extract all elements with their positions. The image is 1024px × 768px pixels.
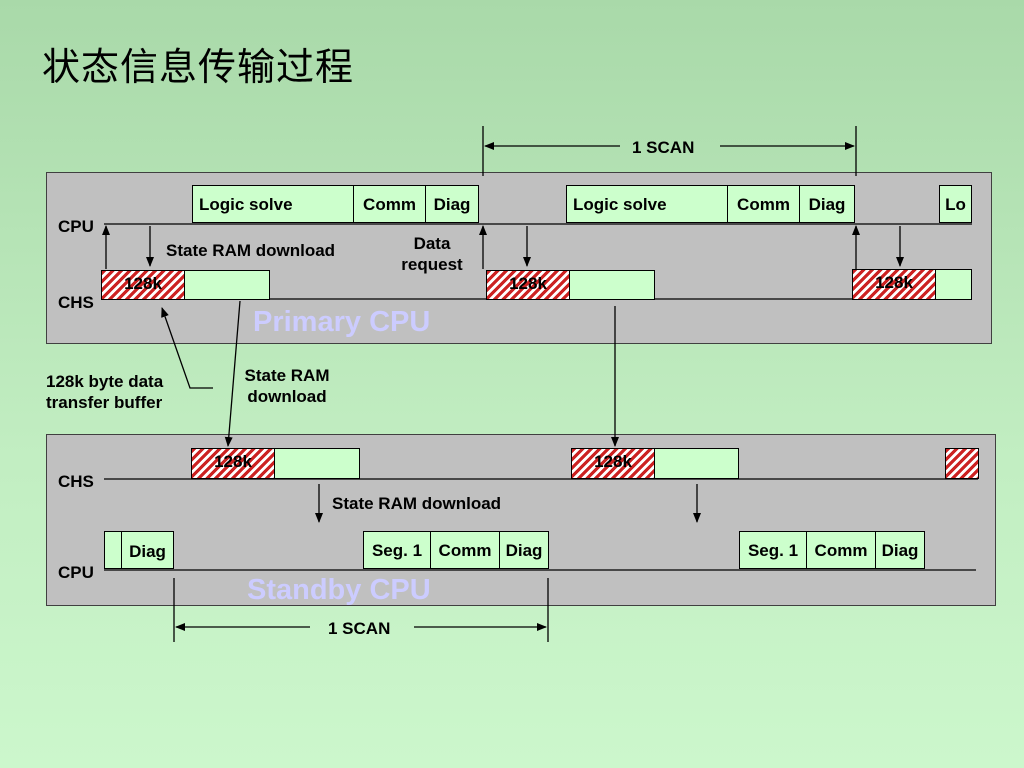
primary-buffer-128k-2: 128k <box>486 270 570 300</box>
state-ram-download-note: State RAM download <box>232 365 342 408</box>
primary-buffer-free-3 <box>935 269 972 300</box>
buffer-note: 128k byte data transfer buffer <box>46 371 163 414</box>
primary-chs-label: CHS <box>58 293 94 312</box>
standby-diag-1: Diag <box>121 531 174 569</box>
buffer-note-text: 128k byte data transfer buffer <box>46 372 164 413</box>
standby-diag-3: Diag <box>875 531 925 569</box>
standby-segment-stub <box>104 531 122 569</box>
standby-cpu-title: Standby CPU <box>247 574 431 606</box>
primary-diag-1: Diag <box>425 185 479 223</box>
standby-buffer-free-2 <box>654 448 739 479</box>
primary-comm-1: Comm <box>353 185 426 223</box>
data-request-text: Data request <box>401 234 463 275</box>
primary-buffer-128k-1: 128k <box>101 270 185 300</box>
standby-buffer-128k-1: 128k <box>191 448 275 479</box>
standby-buffer-128k-2: 128k <box>571 448 655 479</box>
standby-cpu-label: CPU <box>58 563 94 582</box>
primary-buffer-free-2 <box>569 270 655 300</box>
standby-comm-2: Comm <box>806 531 876 569</box>
primary-data-request-label: Data request <box>392 233 472 276</box>
primary-state-ram-download-label: State RAM download <box>166 241 336 260</box>
standby-seg-2: Seg. 1 <box>739 531 807 569</box>
primary-cpu-title: Primary CPU <box>253 306 431 338</box>
standby-buffer-free-1 <box>274 448 360 479</box>
scan-label-top: 1 SCAN <box>632 138 695 157</box>
cross-download-arrow-1 <box>224 300 241 447</box>
standby-state-ram-download-label: State RAM download <box>332 494 502 513</box>
primary-logic-solve-1: Logic solve <box>192 185 354 223</box>
primary-diag-2: Diag <box>799 185 855 223</box>
primary-comm-2: Comm <box>727 185 800 223</box>
state-ram-download-note-text: State RAM download <box>244 366 330 407</box>
primary-cpu-label: CPU <box>58 217 94 236</box>
primary-logic-solve-partial: Lo <box>939 185 972 223</box>
standby-buffer-128k-partial <box>945 448 979 479</box>
slide-title: 状态信息传输过程 <box>42 45 355 89</box>
primary-buffer-128k-3: 128k <box>852 269 936 300</box>
standby-seg-1: Seg. 1 <box>363 531 431 569</box>
scan-label-bottom: 1 SCAN <box>328 619 391 638</box>
buffer-note-pointer <box>161 307 213 389</box>
standby-cpu-panel <box>46 434 996 606</box>
primary-logic-solve-2: Logic solve <box>566 185 728 223</box>
standby-comm-1: Comm <box>430 531 500 569</box>
standby-chs-label: CHS <box>58 472 94 491</box>
primary-buffer-free-1 <box>184 270 270 300</box>
standby-diag-2: Diag <box>499 531 549 569</box>
